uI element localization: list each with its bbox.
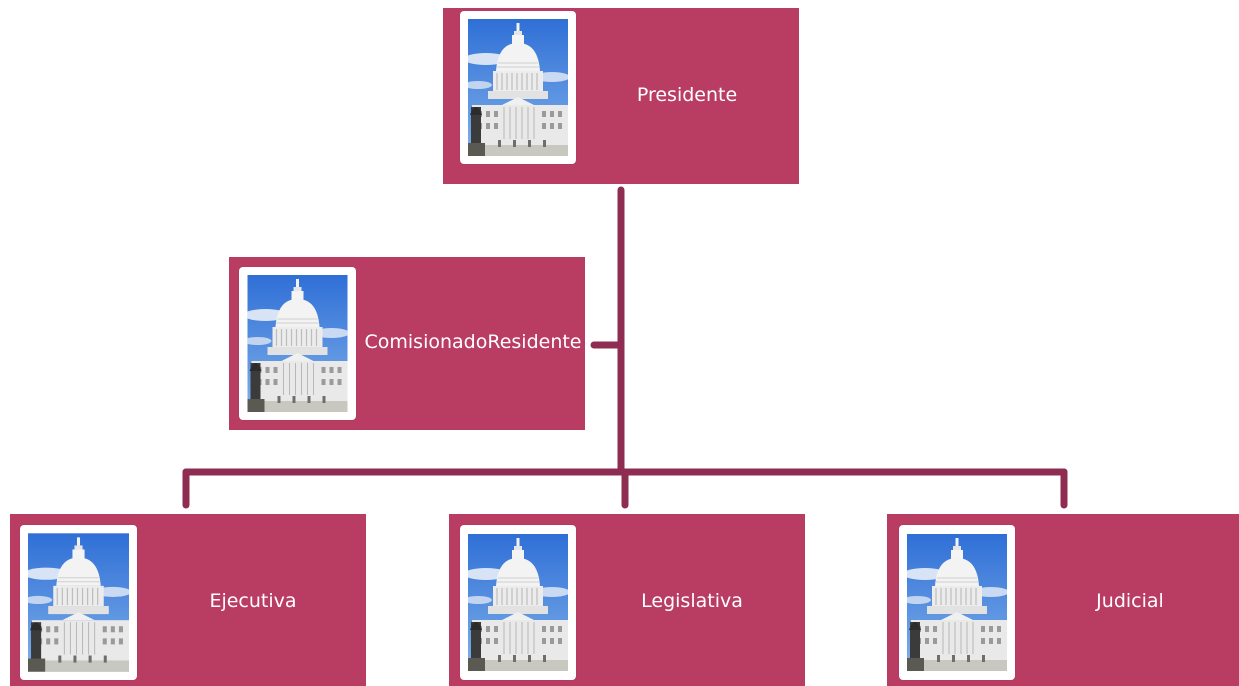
node-label: Ejecutiva [209,590,297,612]
node-label: ComisionadoResidente [364,331,582,353]
capitol-photo-icon [899,525,1015,680]
node-presidente[interactable]: Presidente [443,8,799,184]
node-legislativa[interactable]: Legislativa [449,514,805,686]
capitol-photo-icon [20,525,137,680]
node-judicial[interactable]: Judicial [887,514,1239,686]
node-ejecutiva[interactable]: Ejecutiva [10,514,366,686]
node-label: Legislativa [641,590,743,612]
capitol-photo-icon [460,525,576,680]
node-label: Judicial [1096,590,1164,612]
capitol-photo-icon [460,11,576,164]
capitol-photo-icon [239,267,356,420]
node-comisionado-residente[interactable]: ComisionadoResidente [229,257,585,430]
node-label: Presidente [636,84,738,106]
